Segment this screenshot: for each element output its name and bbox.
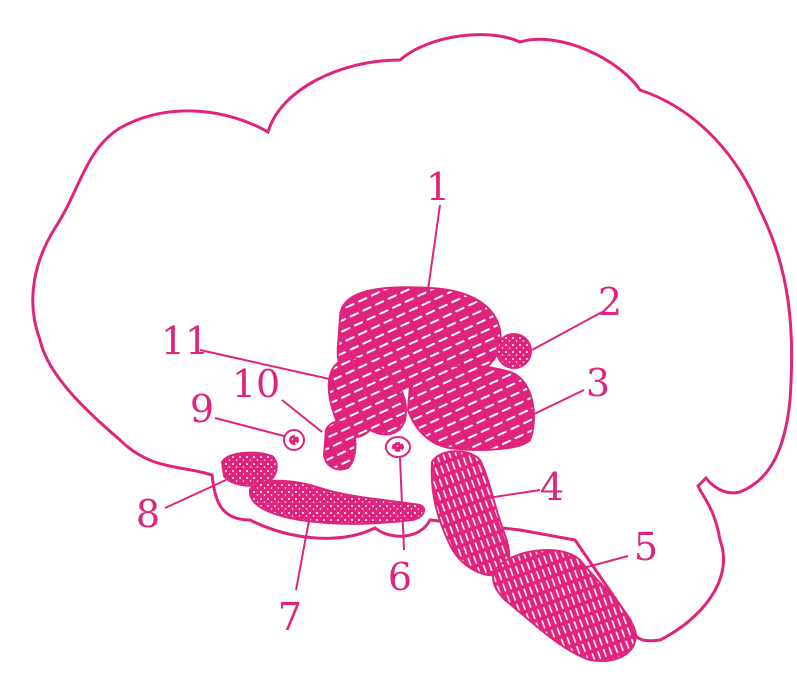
leader-5 <box>576 556 628 570</box>
structure-9-core <box>289 435 299 445</box>
structure-5 <box>493 550 636 661</box>
label-1: 1 <box>426 165 450 209</box>
leader-4 <box>488 490 540 498</box>
label-3: 3 <box>586 361 610 405</box>
label-10: 10 <box>232 362 280 406</box>
label-9: 9 <box>190 387 214 431</box>
leader-1 <box>428 205 440 290</box>
structure-7 <box>250 481 424 524</box>
label-6: 6 <box>388 555 412 599</box>
leader-2 <box>532 312 602 350</box>
label-11: 11 <box>161 319 209 363</box>
structure-4 <box>432 451 509 575</box>
label-4: 4 <box>540 465 564 509</box>
leader-7 <box>296 515 310 590</box>
label-2: 2 <box>598 280 622 324</box>
structure-2 <box>497 334 531 368</box>
leader-3 <box>532 390 584 415</box>
label-8: 8 <box>136 492 160 536</box>
leader-10 <box>282 400 322 432</box>
structure-10 <box>324 421 355 469</box>
structure-3 <box>408 366 534 450</box>
label-5: 5 <box>634 525 658 569</box>
leader-9 <box>215 418 284 436</box>
structure-6-core <box>392 442 404 452</box>
label-7: 7 <box>278 595 302 639</box>
